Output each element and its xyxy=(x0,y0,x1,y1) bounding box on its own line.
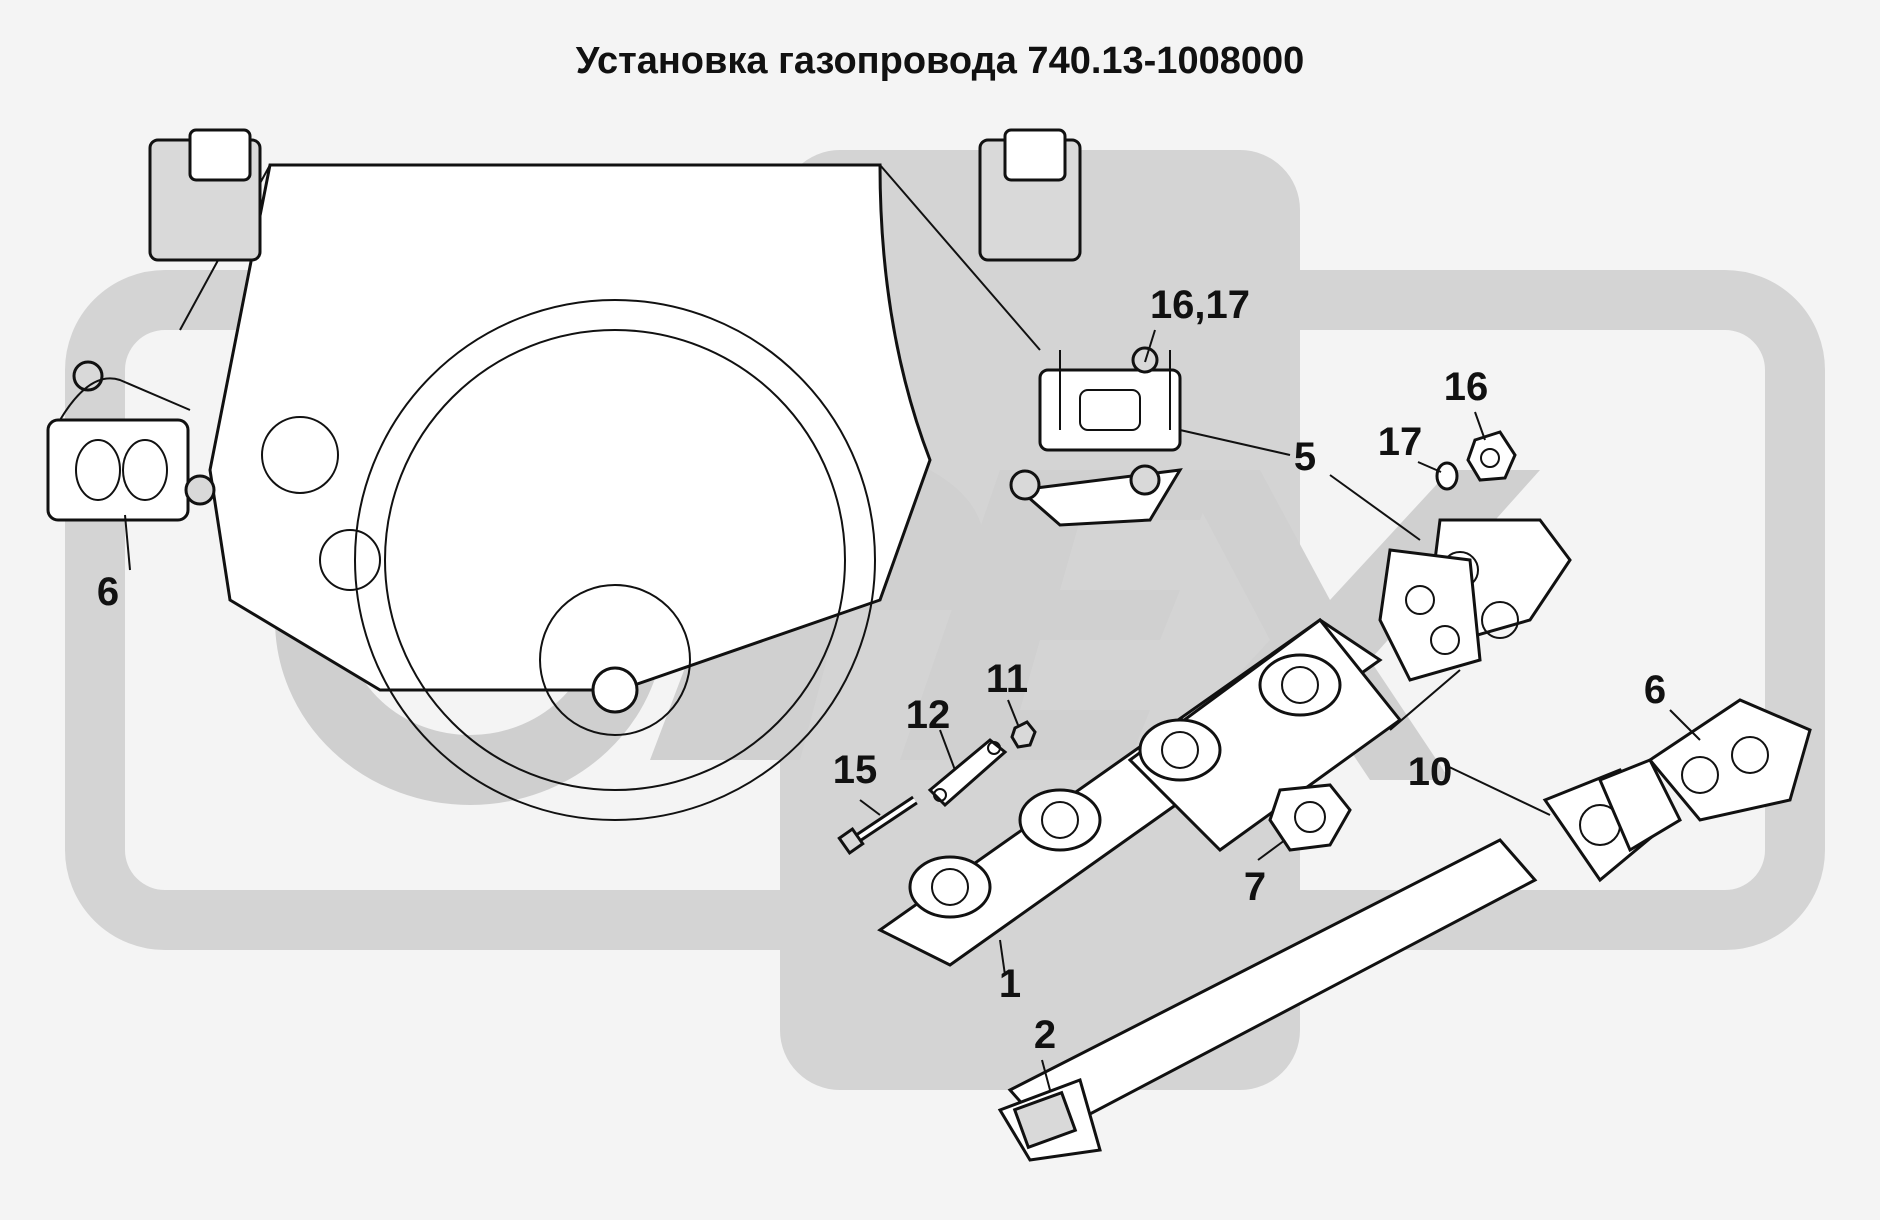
nut-16 xyxy=(1466,430,1517,482)
right-injector-block xyxy=(978,128,1082,262)
callout-5: 5 xyxy=(1294,435,1316,479)
plate-12 xyxy=(927,738,1008,808)
watermark-letter-e xyxy=(900,470,1220,760)
exhaust-manifold-front xyxy=(877,617,1403,967)
callout-2: 2 xyxy=(1034,1013,1056,1057)
washer-17 xyxy=(1435,461,1459,491)
gasket-10 xyxy=(1542,758,1682,883)
right-head-flange xyxy=(1009,346,1183,527)
callout-10: 10 xyxy=(1408,750,1453,794)
callout-6-right: 6 xyxy=(1644,668,1666,712)
intermediate-flange xyxy=(1378,518,1572,682)
callout-7: 7 xyxy=(1244,865,1266,909)
exhaust-manifold-rear xyxy=(997,838,1538,1162)
left-turbo-flange xyxy=(46,360,216,522)
callout-11: 11 xyxy=(986,657,1028,701)
gasket-7 xyxy=(1268,783,1352,852)
callout-16: 16 xyxy=(1444,365,1489,409)
callout-12: 12 xyxy=(906,693,951,737)
leader-lines xyxy=(124,329,1701,1091)
diagram-title: Установка газопровода 740.13-1008000 xyxy=(575,40,1305,82)
callout-1: 1 xyxy=(999,962,1021,1006)
callout-15: 15 xyxy=(833,748,878,792)
nut-11 xyxy=(1010,720,1037,749)
right-turbo-flange-6 xyxy=(1647,698,1812,822)
flywheel-housing xyxy=(179,163,1041,821)
bolt-15 xyxy=(837,795,918,856)
callout-17: 17 xyxy=(1378,420,1423,464)
callout-labels: 6 16,17 5 17 16 11 12 15 10 6 7 1 2 xyxy=(97,283,1666,1057)
callout-16-17: 16,17 xyxy=(1150,283,1250,327)
callout-6-left: 6 xyxy=(97,570,119,614)
left-injector-block xyxy=(148,128,262,262)
